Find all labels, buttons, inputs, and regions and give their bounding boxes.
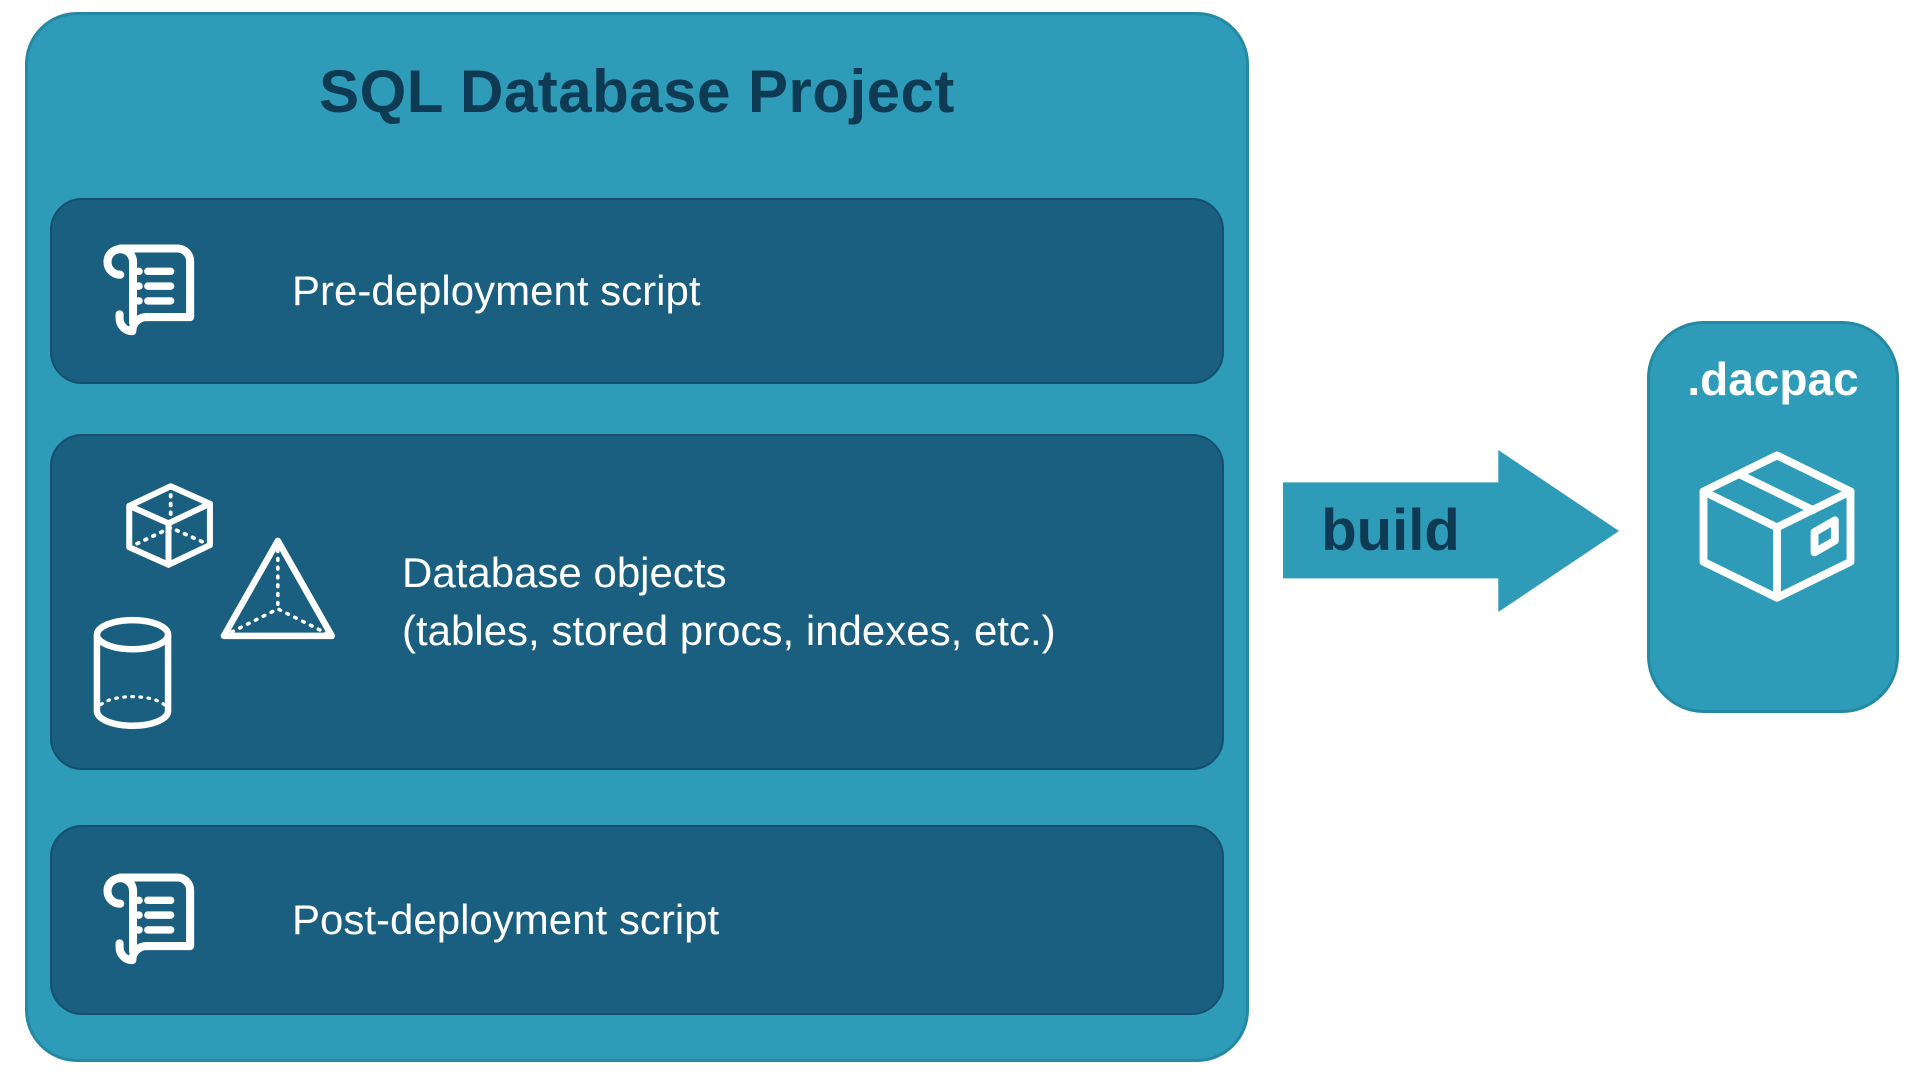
pre-deployment-script-label: Pre-deployment script: [292, 267, 701, 314]
dacpac-label: .dacpac: [1687, 353, 1859, 405]
database-objects-icons: [52, 436, 392, 768]
scroll-icon: [86, 856, 215, 985]
build-arrow: build: [1283, 450, 1619, 612]
package-icon: [1691, 442, 1863, 619]
right-arrow-shape: [1283, 450, 1619, 612]
sql-database-project-container: SQL Database Project Pre-depl: [25, 12, 1249, 1062]
database-objects-sublabel: (tables, stored procs, indexes, etc.): [402, 607, 1056, 654]
cube-icon: [114, 471, 223, 580]
database-objects-label: Database objects: [402, 549, 727, 596]
pre-deployment-script-box: Pre-deployment script: [50, 198, 1224, 384]
build-label: build: [1321, 497, 1460, 563]
post-deployment-script-box: Post-deployment script: [50, 825, 1224, 1015]
diagram-title: SQL Database Project: [319, 58, 955, 125]
scroll-icon: [86, 227, 215, 356]
database-objects-box: Database objects (tables, stored procs, …: [50, 434, 1224, 770]
database-objects-text: Database objects (tables, stored procs, …: [402, 544, 1056, 660]
post-deployment-script-label: Post-deployment script: [292, 896, 720, 943]
pyramid-icon: [211, 533, 340, 652]
database-cylinder-icon: [84, 612, 181, 736]
dacpac-box: .dacpac: [1647, 321, 1899, 713]
